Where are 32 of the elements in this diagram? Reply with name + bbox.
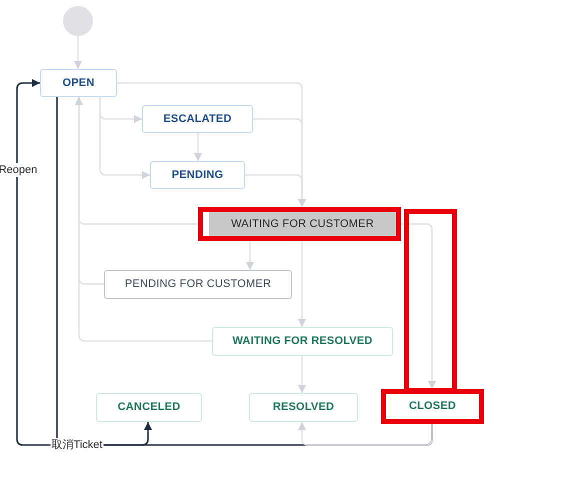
state-box (142, 105, 253, 133)
transition-arrow (99, 97, 150, 179)
transition-arrow (298, 422, 433, 446)
state-box (150, 161, 245, 189)
transition-arrow (298, 356, 306, 393)
state-box (40, 69, 117, 97)
state-label: RESOLVED (272, 400, 334, 416)
state-label: WAITING FOR CUSTOMER (209, 212, 396, 236)
state-label: PENDING FOR CUSTOMER (124, 277, 272, 292)
transition-arrow (401, 223, 436, 389)
state-box (381, 389, 484, 424)
state-label: CANCELED (118, 400, 180, 416)
state-label: PENDING (172, 168, 224, 183)
transition-arrow (16, 79, 433, 446)
state-box (198, 207, 401, 241)
transition-arrow (246, 241, 254, 270)
transition-arrow (194, 133, 202, 161)
transition-arrow (56, 97, 152, 446)
state-label: ESCALATED (163, 112, 232, 127)
state-box (104, 270, 292, 299)
state-box (212, 327, 393, 356)
edge-label: Reopen (0, 163, 38, 177)
edge-label: 取消Ticket (50, 438, 104, 452)
transition-arrow (74, 36, 82, 69)
state-box (96, 393, 202, 422)
state-label: CLOSED (408, 399, 456, 414)
state-label: WAITING FOR RESOLVED (232, 334, 373, 350)
transition-arrow (298, 241, 306, 327)
state-label: OPEN (62, 76, 94, 91)
transition-arrow (75, 97, 212, 342)
state-box (249, 393, 358, 422)
transition-arrow (245, 174, 306, 207)
